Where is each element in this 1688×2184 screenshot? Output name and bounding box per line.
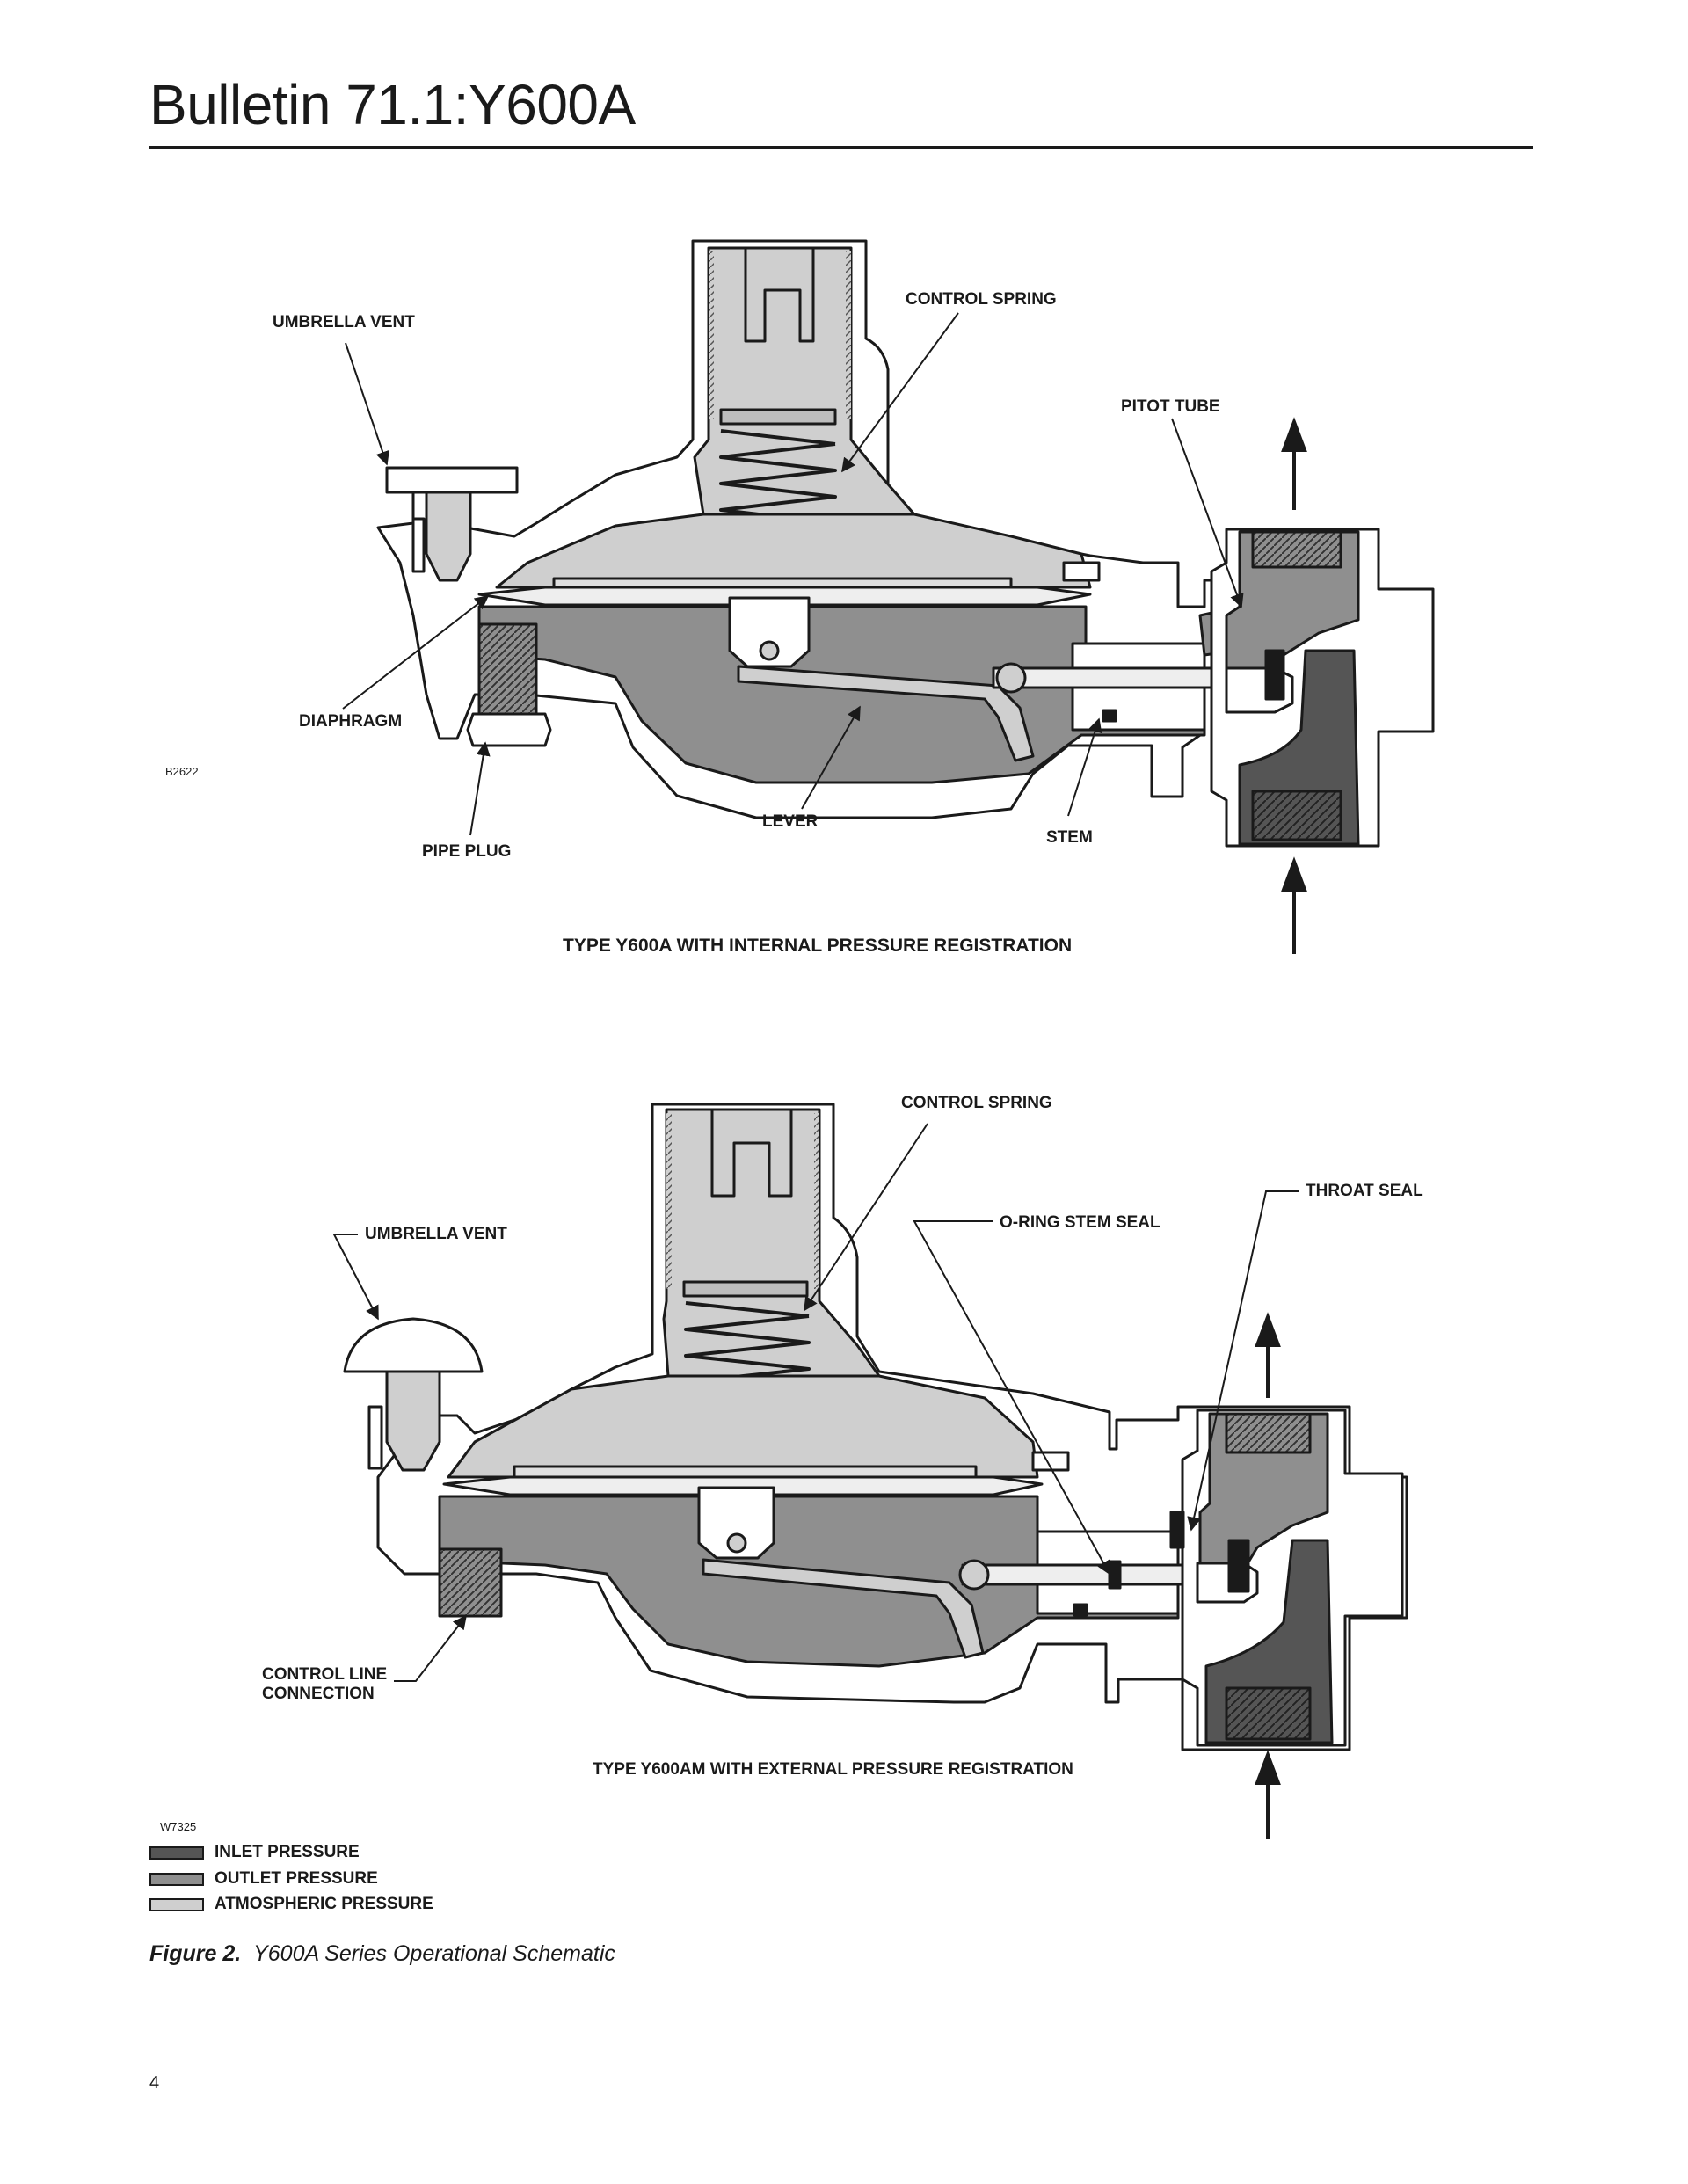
label-pipe-plug: PIPE PLUG bbox=[422, 842, 512, 861]
top-leader-lines bbox=[342, 312, 1244, 836]
header-rule bbox=[149, 146, 1533, 149]
figure-number: Figure 2. bbox=[149, 1941, 242, 1966]
caption-bottom-schematic: TYPE Y600AM WITH EXTERNAL PRESSURE REGIS… bbox=[593, 1760, 1073, 1779]
label-diaphragm: DIAPHRAGM bbox=[299, 712, 403, 731]
label-control-spring-bottom: CONTROL SPRING bbox=[901, 1094, 1052, 1112]
legend-label-atmospheric: ATMOSPHERIC PRESSURE bbox=[215, 1895, 433, 1913]
figure-caption: Figure 2. Y600A Series Operational Schem… bbox=[149, 1941, 615, 1967]
label-lever: LEVER bbox=[762, 812, 819, 831]
top-regulator-drawing bbox=[376, 239, 1435, 848]
top-flow-arrows bbox=[1281, 417, 1307, 954]
legend-item-atmospheric: ATMOSPHERIC PRESSURE bbox=[149, 1895, 433, 1914]
legend-swatch-atmospheric bbox=[149, 1897, 204, 1911]
figure-title: Y600A Series Operational Schematic bbox=[253, 1941, 615, 1966]
page-number: 4 bbox=[149, 2073, 160, 2093]
label-throat-seal: THROAT SEAL bbox=[1306, 1182, 1423, 1200]
bottom-flow-arrows bbox=[1255, 1312, 1281, 1839]
label-umbrella-vent-bottom: UMBRELLA VENT bbox=[365, 1225, 507, 1243]
page-title: Bulletin 71.1:Y600A bbox=[149, 73, 636, 136]
label-o-ring-stem-seal: O-RING STEM SEAL bbox=[1000, 1213, 1160, 1232]
label-control-spring-top: CONTROL SPRING bbox=[906, 290, 1057, 309]
bottom-label-stubs bbox=[914, 1190, 1299, 1222]
drawing-code-top: B2622 bbox=[165, 765, 199, 778]
drawing-code-bottom: W7325 bbox=[160, 1820, 197, 1833]
legend-label-inlet: INLET PRESSURE bbox=[215, 1843, 360, 1861]
legend-label-outlet: OUTLET PRESSURE bbox=[215, 1869, 378, 1888]
legend-item-outlet: OUTLET PRESSURE bbox=[149, 1869, 378, 1889]
legend-swatch-outlet bbox=[149, 1872, 204, 1886]
caption-top-schematic: TYPE Y600A WITH INTERNAL PRESSURE REGIST… bbox=[563, 935, 1073, 956]
label-umbrella-vent-top: UMBRELLA VENT bbox=[273, 313, 415, 331]
label-stem: STEM bbox=[1046, 828, 1093, 847]
label-control-line-connection: CONTROL LINE CONNECTION bbox=[262, 1665, 388, 1703]
bottom-regulator-drawing bbox=[343, 1103, 1408, 1751]
legend-swatch-inlet bbox=[149, 1845, 204, 1860]
legend-item-inlet: INLET PRESSURE bbox=[149, 1843, 360, 1862]
label-pitot-tube: PITOT TUBE bbox=[1121, 397, 1220, 416]
